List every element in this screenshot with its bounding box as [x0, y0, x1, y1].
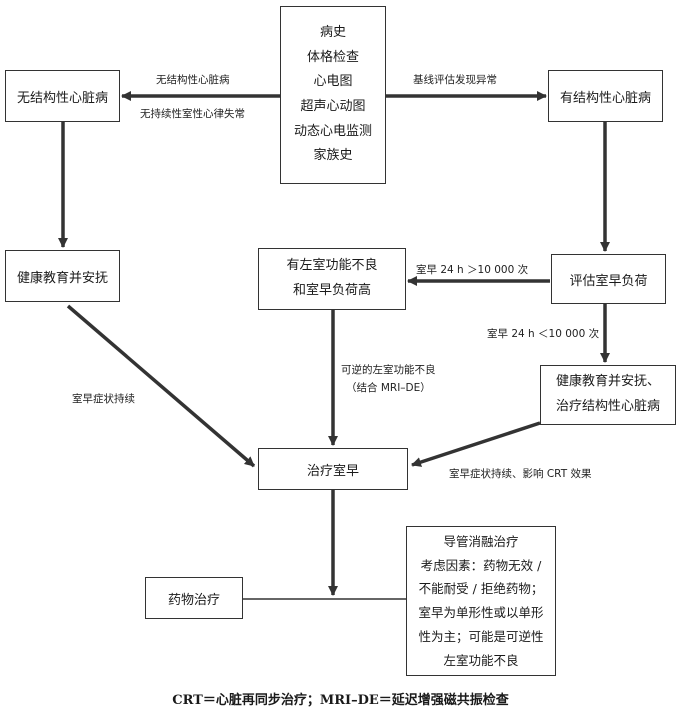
lv-line-2: 和室早负荷高	[292, 283, 371, 298]
lv-line-1: 有左室功能不良	[286, 258, 378, 274]
assess-load-label: 评估室早负荷	[569, 273, 648, 289]
footnote: CRT＝心脏再同步治疗；MRI–DE＝延迟增强磁共振检查	[172, 693, 509, 708]
center-item-6: 家族史	[313, 148, 353, 164]
treat-pvc-label: 治疗室早	[306, 463, 359, 479]
drug-therapy-label: 药物治疗	[167, 592, 220, 608]
ablation-line-3: 不能耐受 / 拒绝药物；	[418, 581, 544, 597]
lv-dysfunction-box: 有左室功能不良 和室早负荷高	[258, 248, 406, 310]
ablation-line-1: 导管消融治疗	[443, 533, 519, 549]
edge-label-no-structural: 无结构性心脏病	[156, 74, 230, 86]
ablation-line-2: 考虑因素：药物无效 /	[420, 557, 542, 573]
assess-load-box: 评估室早负荷	[551, 254, 666, 304]
center-item-3: 心电图	[313, 74, 353, 90]
health-edu-label: 健康教育并安抚	[16, 270, 108, 286]
center-item-5: 动态心电监测	[293, 123, 372, 139]
health-edu-treat-box: 健康教育并安抚、 治疗结构性心脏病	[540, 365, 676, 425]
ablation-line-4: 室早为单形性或以单形	[418, 605, 544, 620]
edge-label-no-sustained-arrhythmia: 无持续性室性心律失常	[140, 108, 245, 120]
ablation-line-5: 性为主；可能是可逆性	[418, 628, 544, 644]
center-box: 病史 体格检查 心电图 超声心动图 动态心电监测 家族史	[280, 6, 386, 184]
edge-label-symptoms-crt: 室早症状持续、影响 CRT 效果	[449, 468, 592, 480]
ablation-line-6: 左室功能不良	[443, 652, 519, 668]
structural-box: 有结构性心脏病	[548, 70, 663, 122]
edge-label-reversible-1: 可逆的左室功能不良	[341, 364, 436, 376]
drug-therapy-box: 药物治疗	[145, 577, 243, 619]
center-item-1: 病史	[319, 24, 346, 40]
health-edu-box: 健康教育并安抚	[5, 250, 120, 302]
edge-label-reversible-2: （结合 MRI–DE）	[346, 382, 431, 394]
arrow-health-edu-to-treat	[66, 304, 256, 468]
het-line-2: 治疗结构性心脏病	[555, 399, 660, 414]
treat-pvc-box: 治疗室早	[258, 448, 408, 490]
edge-label-symptoms-persist: 室早症状持续	[72, 393, 135, 405]
no-structural-box: 无结构性心脏病	[5, 70, 120, 122]
arrow-health-edu-treat-to-treat	[411, 421, 541, 467]
no-structural-label: 无结构性心脏病	[16, 90, 108, 106]
edge-label-load-low: 室早 24 h ＜10 000 次	[487, 328, 600, 340]
center-item-4: 超声心动图	[300, 99, 366, 114]
edge-label-load-high: 室早 24 h ＞10 000 次	[416, 264, 529, 276]
center-item-2: 体格检查	[306, 49, 359, 65]
ablation-box: 导管消融治疗 考虑因素：药物无效 / 不能耐受 / 拒绝药物； 室早为单形性或以…	[406, 526, 556, 676]
het-line-1: 健康教育并安抚、	[555, 374, 660, 390]
edge-label-baseline-abnormal: 基线评估发现异常	[413, 74, 497, 86]
structural-label: 有结构性心脏病	[559, 90, 651, 106]
